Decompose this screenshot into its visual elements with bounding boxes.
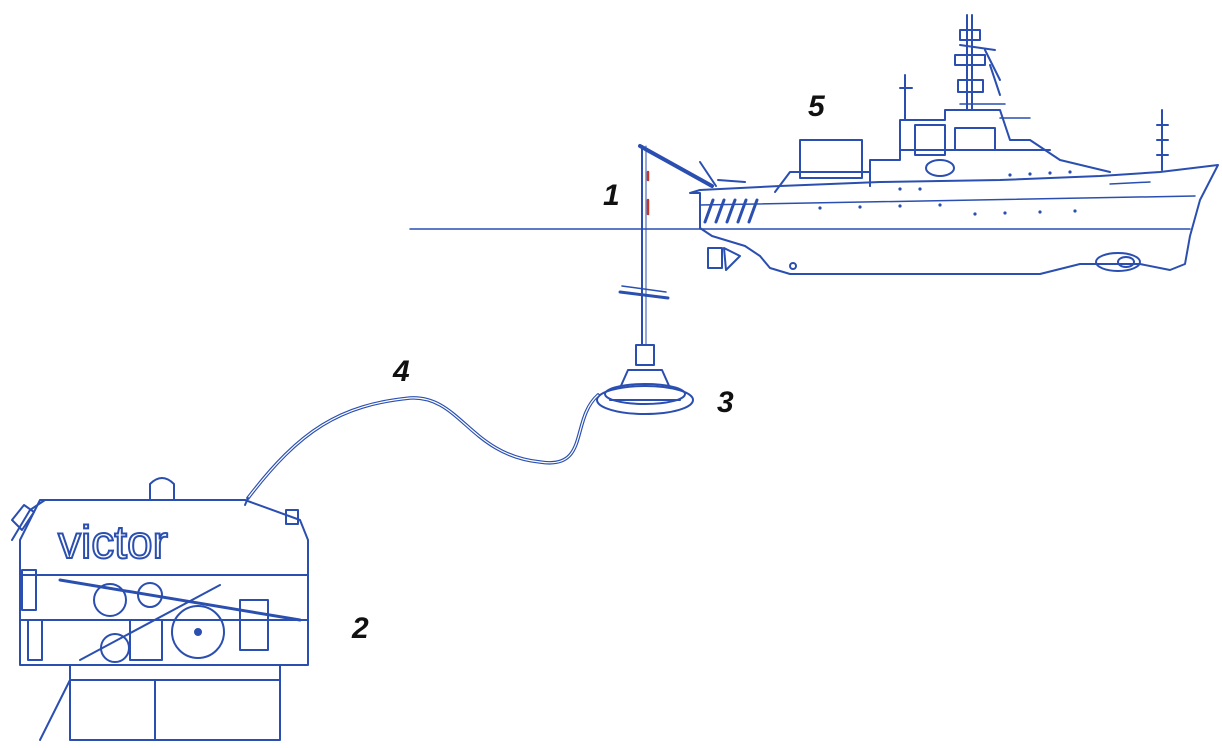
label-rov: 2: [352, 612, 369, 645]
label-tether: 4: [393, 355, 410, 388]
label-depressor: 3: [717, 386, 734, 419]
label-winch: 1: [603, 179, 620, 212]
ship-drawing: [638, 14, 1219, 275]
rov-logo-text: victor: [58, 516, 168, 568]
label-ship: 5: [808, 90, 825, 123]
winch-cable: [618, 145, 670, 346]
depressor-drawing: [596, 344, 694, 415]
tether-cable: [246, 393, 600, 500]
rov-drawing: [11, 477, 309, 741]
